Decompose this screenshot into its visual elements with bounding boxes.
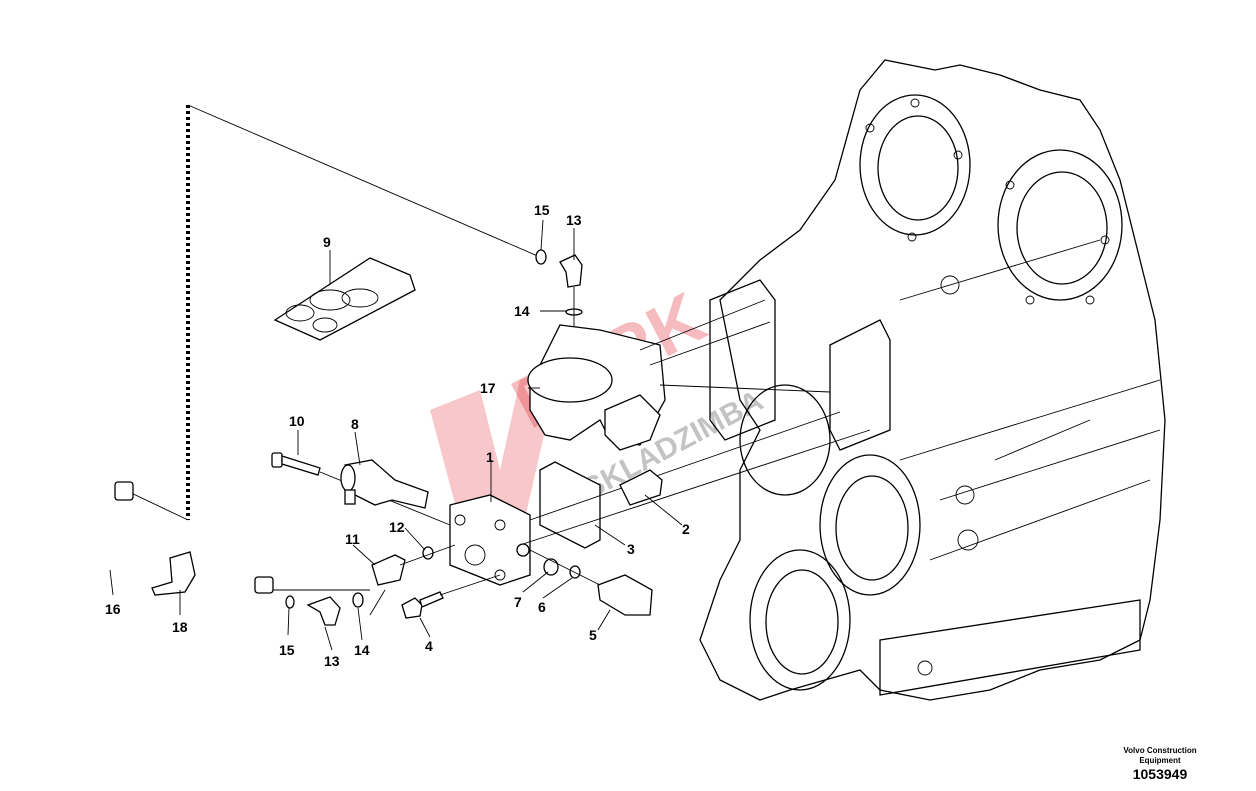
part-2-plug — [619, 469, 663, 506]
part-13-elbow-lower — [306, 596, 341, 626]
part-7-washer — [543, 558, 559, 576]
callout-3: 3 — [627, 541, 635, 557]
part-14-oring-lower — [352, 592, 364, 608]
callout-18: 18 — [172, 619, 188, 635]
callout-14-lower: 14 — [354, 642, 370, 658]
manufacturer-credit: Volvo Construction Equipment — [1123, 746, 1197, 765]
part-11-test-nipple — [371, 554, 406, 586]
leader-line — [187, 104, 541, 258]
callout-13-lower: 13 — [324, 653, 340, 669]
callout-15: 15 — [534, 202, 550, 218]
callout-7: 7 — [514, 594, 522, 610]
callout-8: 8 — [351, 416, 359, 432]
part-9-seal-kit — [273, 257, 416, 341]
callout-5: 5 — [589, 627, 597, 643]
leader-line — [124, 489, 189, 521]
part-18-clamp — [151, 551, 196, 596]
part-17-filter — [527, 324, 666, 451]
callout-14: 14 — [514, 303, 530, 319]
part-10-bolt — [271, 452, 321, 476]
callout-12: 12 — [389, 519, 405, 535]
part-1-valve-block — [449, 494, 531, 586]
callout-4: 4 — [425, 638, 433, 654]
part-5-sensor — [597, 574, 653, 616]
part-4-bolt — [401, 591, 444, 619]
callout-17: 17 — [480, 380, 496, 396]
document-number: 1053949 — [1132, 766, 1188, 782]
part-13-elbow — [559, 254, 583, 288]
transmission-housing — [699, 59, 1166, 701]
callout-6: 6 — [538, 599, 546, 615]
callout-9: 9 — [323, 234, 331, 250]
part-15-oring-lower — [285, 595, 295, 609]
callout-15-lower: 15 — [279, 642, 295, 658]
part-15-oring — [535, 249, 547, 265]
callout-16: 16 — [105, 601, 121, 617]
callout-11: 11 — [345, 531, 360, 547]
callout-1: 1 — [486, 449, 494, 465]
callout-13: 13 — [566, 212, 582, 228]
callout-2: 2 — [682, 521, 690, 537]
part-3-gasket — [539, 461, 601, 549]
leader-lines — [109, 219, 683, 651]
callout-10: 10 — [289, 413, 305, 429]
part-8-solenoid — [340, 459, 429, 509]
